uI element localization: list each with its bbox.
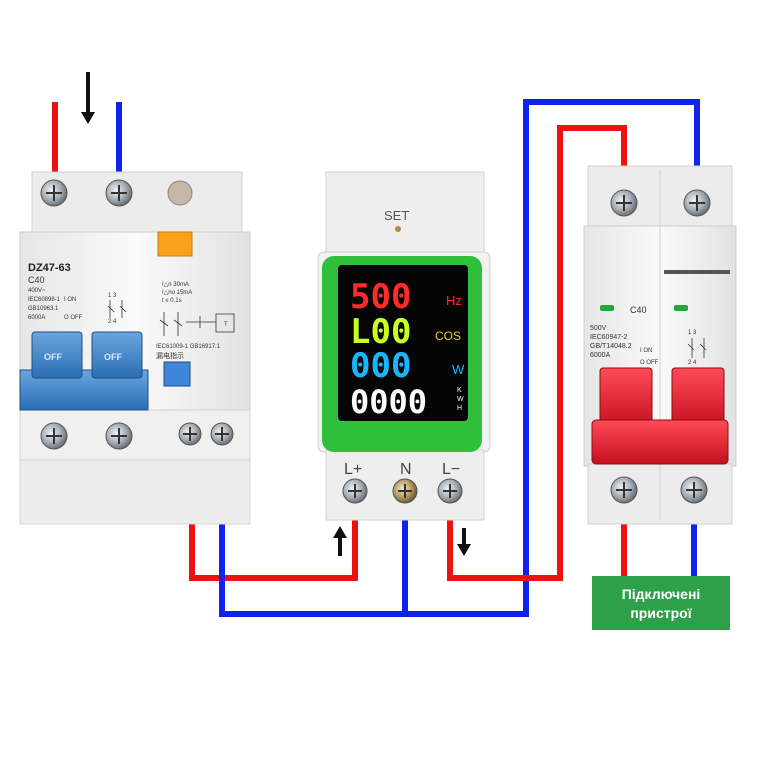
rcbo-bottom-screw-2 bbox=[105, 422, 133, 450]
mcb-toggle-housing bbox=[591, 419, 729, 465]
meter-lcd-unit-kwh-h: H bbox=[457, 405, 462, 412]
meter-terminal-screw-n bbox=[392, 478, 418, 504]
rcbo-bottom-screw-3 bbox=[178, 422, 202, 446]
meter-terminal-label-l-out: L− bbox=[442, 461, 460, 478]
rcbo-on-label: I ON bbox=[64, 297, 76, 303]
mcb-spec-line-2: GB/T14048.2 bbox=[590, 343, 632, 350]
connected-devices-line-1: Підключені bbox=[622, 586, 701, 602]
meter-input-arrow-up-icon bbox=[333, 526, 347, 556]
meter-output-arrow-down-icon bbox=[457, 528, 471, 556]
mcb-terminal-numbers-bottom: 2 4 bbox=[688, 360, 697, 366]
rcbo-bottom-screw-4 bbox=[210, 422, 234, 446]
rcbo-orange-tab bbox=[157, 231, 193, 257]
rcbo-off-label: O OFF bbox=[64, 315, 83, 321]
rcbo-bottom-screw-1 bbox=[40, 422, 68, 450]
meter-lcd bbox=[338, 265, 468, 421]
rcbo-test-button[interactable] bbox=[163, 361, 191, 387]
rcbo-toggle-left-label: OFF bbox=[44, 352, 62, 362]
meter-lcd-value-0: 500 bbox=[350, 277, 411, 317]
live-wire-meter-to-mcb bbox=[447, 125, 627, 581]
rcd-line-2: t ≤ 0.1s bbox=[162, 298, 182, 304]
rcbo-terminal-numbers-bottom: 2 4 bbox=[108, 319, 117, 325]
rcbo-spec-line-3: 6000A bbox=[28, 315, 45, 321]
mcb-indicator-right bbox=[674, 305, 688, 311]
connected-devices-line-2: пристрої bbox=[630, 605, 692, 621]
meter-terminal-screw-l-out bbox=[437, 478, 463, 504]
mcb-terminal-numbers: 1 3 bbox=[688, 330, 697, 336]
meter-lcd-unit-1: COS bbox=[435, 329, 461, 343]
mcb-toggle-left[interactable] bbox=[599, 367, 653, 429]
meter-terminal-screw-l-in bbox=[342, 478, 368, 504]
rcbo-top-screw-1 bbox=[40, 179, 68, 207]
rcd-line-0: I△n 30mA bbox=[162, 282, 189, 288]
rcbo-spec-line-2: GB10963.1 bbox=[28, 306, 59, 312]
meter-lcd-unit-kwh-w: W bbox=[457, 396, 464, 403]
mcb-on-label: I ON bbox=[640, 348, 652, 354]
rcbo-breaker: DZ47-63 C40 400V~ IEC60898-1 GB10963.1 6… bbox=[19, 171, 251, 525]
meter-lcd-unit-0: Hz bbox=[446, 293, 462, 308]
meter-set-button[interactable] bbox=[395, 226, 401, 232]
rcbo-top-screw-2 bbox=[105, 179, 133, 207]
mcb-spec-line-3: 6000A bbox=[590, 352, 611, 359]
rcd-line-1: I△no 15mA bbox=[162, 290, 192, 296]
rcbo-terminal-numbers: 1 3 bbox=[108, 293, 117, 299]
mcb-indicator-left bbox=[600, 305, 614, 311]
meter-terminal-label-l-in: L+ bbox=[344, 461, 362, 478]
rcbo-toggle-right[interactable]: OFF bbox=[91, 331, 143, 379]
meter-set-label: SET bbox=[384, 208, 409, 223]
mcb-schematic-icon bbox=[687, 338, 707, 358]
rcd-chinese-label: 漏电指示 bbox=[156, 351, 184, 360]
mcb-bottom-screw-2 bbox=[680, 476, 708, 504]
current-arrows bbox=[81, 72, 471, 556]
mcb-bottom-screw-1 bbox=[610, 476, 638, 504]
neutral-wire-rcbo-to-mcb bbox=[219, 99, 700, 617]
rcbo-toggle-right-label: OFF bbox=[104, 352, 122, 362]
mcb-off-label: O OFF bbox=[640, 360, 659, 366]
meter-lcd-unit-2: W bbox=[452, 362, 465, 377]
meter-terminal-label-n: N bbox=[400, 461, 412, 478]
mcb-toggle-right[interactable] bbox=[671, 367, 725, 429]
rcd-standard: IEC61009-1 GB16917.1 bbox=[156, 344, 221, 350]
meter-lcd-value-2: 000 bbox=[350, 346, 411, 386]
rcbo-toggle-left[interactable]: OFF bbox=[31, 331, 83, 379]
meter-lcd-value-3: 0000 bbox=[350, 383, 427, 421]
connected-devices-label: Підключені пристрої bbox=[592, 576, 730, 630]
rcbo-schematic-icon bbox=[107, 300, 127, 318]
mcb-top-screw-1 bbox=[610, 189, 638, 217]
rcd-test-label: T bbox=[224, 322, 228, 328]
meter-lcd-value-1: L00 bbox=[350, 312, 411, 352]
mcb-top-divider bbox=[664, 270, 730, 274]
meter-lcd-unit-kwh-k: K bbox=[457, 387, 462, 394]
mcb-spec-line-1: IEC60947-2 bbox=[590, 334, 627, 341]
supply-arrow-down-icon bbox=[81, 72, 95, 124]
mcb-breaker: C40 500V IEC60947-2 GB/T14048.2 6000A I … bbox=[583, 165, 737, 525]
rcbo-indicator-window bbox=[167, 180, 193, 206]
rcbo-spec-line-1: IEC60898-1 bbox=[28, 297, 61, 303]
mcb-top-screw-2 bbox=[683, 189, 711, 217]
rcbo-rating: C40 bbox=[28, 275, 45, 285]
rcd-schematic-icon bbox=[159, 312, 235, 336]
rcbo-spec-line-0: 400V~ bbox=[28, 288, 46, 294]
rcbo-model: DZ47-63 bbox=[28, 262, 71, 274]
mcb-spec-line-0: 500V bbox=[590, 325, 607, 332]
mcb-rating: C40 bbox=[630, 305, 647, 315]
